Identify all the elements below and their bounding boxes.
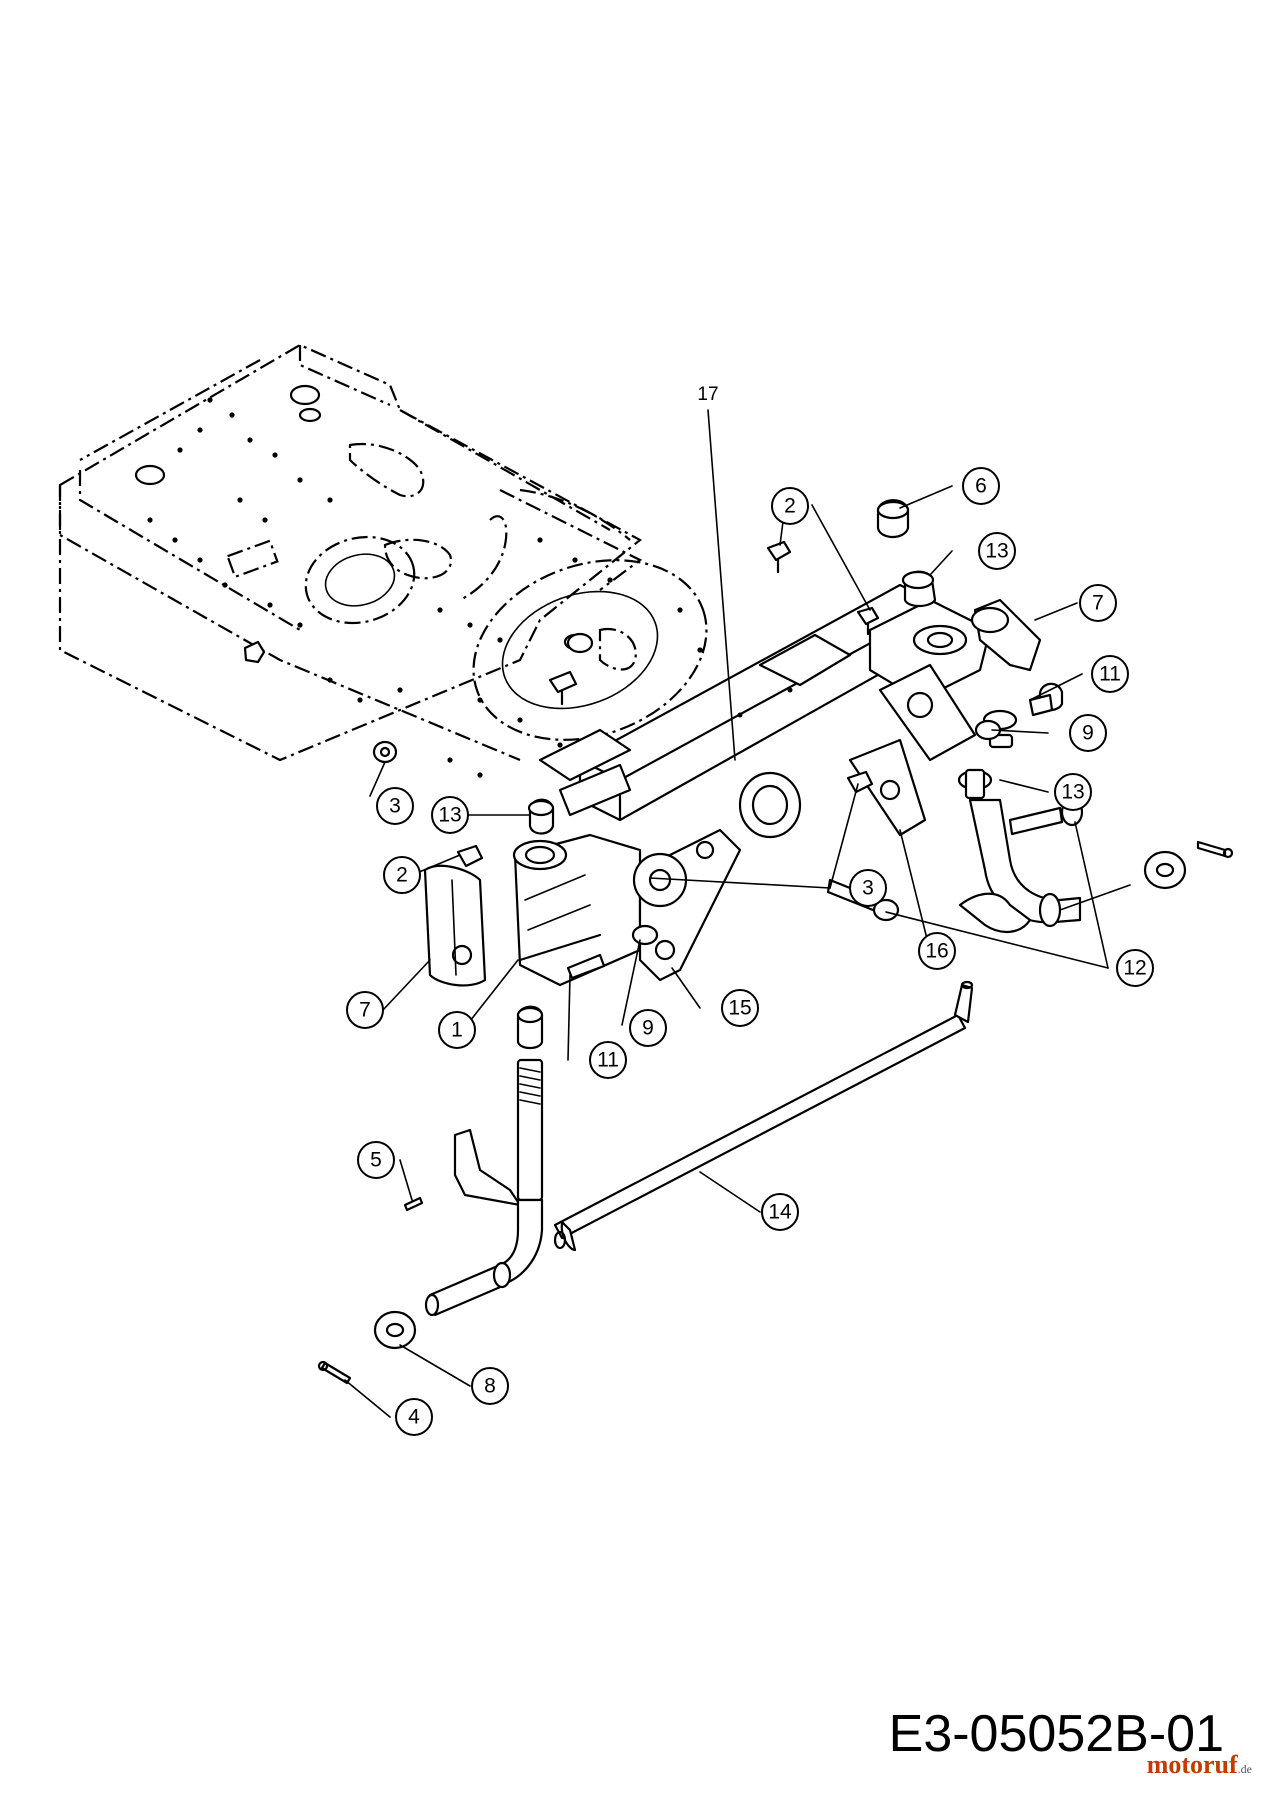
callout-11-right: 11	[1091, 655, 1129, 693]
callout-1: 1	[438, 1011, 476, 1049]
callout-3-left: 3	[376, 787, 414, 825]
callout-16: 16	[918, 932, 956, 970]
left-steering-assembly	[317, 828, 742, 1385]
callout-7-left-label: 7	[359, 999, 371, 1022]
callout-12-label: 12	[1123, 957, 1146, 980]
callout-9-left-label: 9	[642, 1017, 654, 1040]
axle-brackets	[538, 633, 852, 782]
callout-13-top-label: 13	[985, 540, 1008, 563]
upper-left-parts	[372, 632, 632, 868]
brand-name: motoruf	[1146, 1750, 1238, 1779]
callout-5: 5	[357, 1141, 395, 1179]
callout-13-right: 13	[1054, 773, 1092, 811]
right-steering-assembly	[868, 598, 1234, 933]
callout-2-top-label: 2	[784, 495, 796, 518]
callout-14: 14	[761, 1193, 799, 1231]
callout-15: 15	[721, 989, 759, 1027]
callout-9-right-label: 9	[1082, 722, 1094, 745]
plate-holes	[147, 397, 703, 778]
callout-9-right: 9	[1069, 714, 1107, 752]
callout-4-label: 4	[408, 1406, 420, 1429]
callout-7-right-label: 7	[1092, 592, 1104, 615]
callout-17-label: 17	[697, 384, 718, 405]
left-sleeve-bushing	[423, 864, 487, 987]
callout-7-right: 7	[1079, 584, 1117, 622]
callout-11-left-label: 11	[597, 1049, 619, 1072]
callout-4: 4	[395, 1398, 433, 1436]
callout-3-left-label: 3	[389, 795, 401, 818]
callout-6: 6	[962, 467, 1000, 505]
callout-2-left-label: 2	[396, 864, 408, 887]
callout-5-label: 5	[370, 1149, 382, 1172]
callout-14-label: 14	[768, 1201, 792, 1224]
tie-rod	[553, 980, 974, 1252]
frame-plate	[58, 343, 708, 778]
callout-1-label: 1	[451, 1019, 463, 1042]
callout-16-label: 16	[925, 940, 948, 963]
callout-9-left: 9	[629, 1009, 667, 1047]
callout-7-left: 7	[346, 991, 384, 1029]
brand-tld: .de	[1237, 1762, 1252, 1776]
drawing-code: E3-05052B-01	[888, 1705, 1224, 1763]
callout-13-right-label: 13	[1061, 781, 1084, 804]
callout-2-left: 2	[383, 856, 421, 894]
callout-13-left: 13	[431, 796, 469, 834]
callout-12: 12	[1116, 949, 1154, 987]
callout-11-left: 11	[589, 1041, 627, 1079]
callout-11-right-label: 11	[1099, 663, 1121, 686]
callout-13-top: 13	[978, 532, 1016, 570]
callout-15-label: 15	[728, 997, 751, 1020]
brand-watermark: motoruf.de	[1147, 1750, 1252, 1780]
callout-13-left-label: 13	[438, 804, 461, 827]
callout-2-top: 2	[771, 487, 809, 525]
callout-8-label: 8	[484, 1375, 496, 1398]
callout-3-mid-label: 3	[862, 877, 874, 900]
axle-pivot-bar	[578, 583, 942, 839]
callout-3-mid: 3	[849, 869, 887, 907]
callout-6-label: 6	[975, 475, 987, 498]
callout-8: 8	[471, 1367, 509, 1405]
callout-17: 17	[697, 384, 718, 405]
